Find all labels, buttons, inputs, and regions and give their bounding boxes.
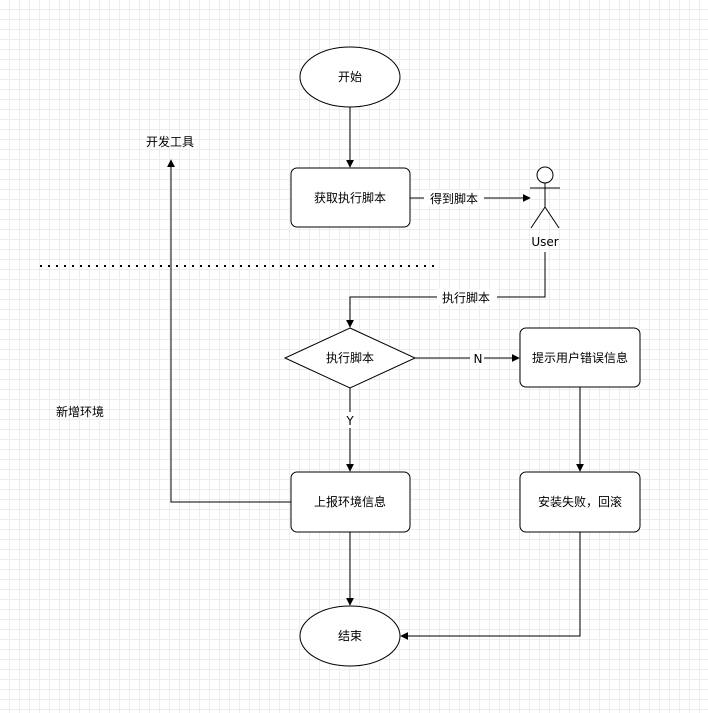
get-script-node[interactable]: 获取执行脚本 (290, 167, 411, 228)
new-env-label: 新增环境 (56, 404, 104, 419)
install-fail-node[interactable]: 安装失败，回滚 (519, 471, 641, 533)
edge-label-exec: 执行脚本 (442, 290, 490, 305)
edge-label-bg-no (470, 350, 484, 366)
exec-decision-node[interactable]: 执行脚本 (283, 327, 417, 389)
end-node[interactable]: 结束 (299, 605, 401, 667)
exec-decision-label: 执行脚本 (326, 350, 374, 365)
edge-install-fail-to-end (400, 532, 581, 640)
edge-label-bg-yes (342, 412, 358, 428)
get-script-label: 获取执行脚本 (314, 190, 386, 205)
user-actor-icon[interactable] (530, 166, 560, 229)
end-label: 结束 (338, 629, 362, 643)
prompt-error-label: 提示用户错误信息 (532, 350, 628, 365)
prompt-error-node[interactable]: 提示用户错误信息 (519, 327, 641, 388)
edge-label-get-script: 得到脚本 (430, 191, 478, 206)
start-label: 开始 (338, 70, 362, 84)
edge-report-to-dev-tools (167, 159, 291, 503)
edge-label-no: N (474, 352, 483, 366)
install-fail-label: 安装失败，回滚 (538, 494, 622, 509)
report-env-label: 上报环境信息 (314, 494, 386, 509)
dev-tools-label: 开发工具 (146, 134, 194, 149)
user-label: User (531, 235, 558, 249)
edge-label-yes: Y (345, 414, 354, 428)
edge-label-bg-get-script (424, 190, 484, 206)
report-env-node[interactable]: 上报环境信息 (290, 471, 411, 533)
start-node[interactable]: 开始 (299, 46, 401, 108)
edge-label-bg-exec (437, 289, 497, 305)
